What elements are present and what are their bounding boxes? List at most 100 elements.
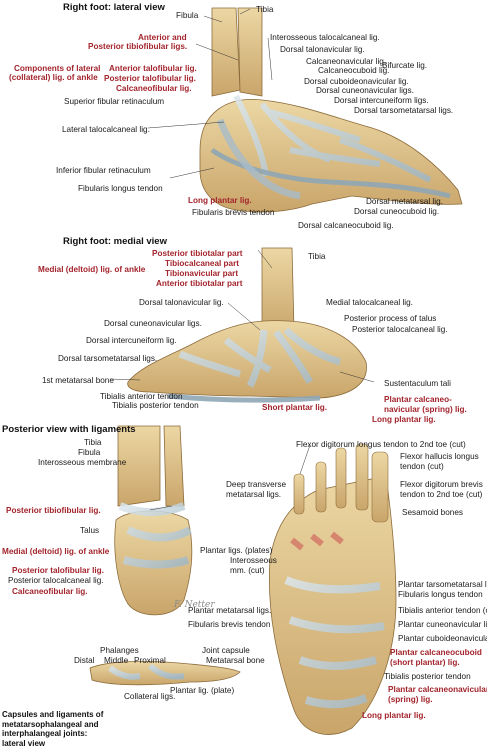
netter-signature: F. Netter [174, 600, 215, 610]
label-posterior-tibiofibular-ligs: Posterior tibiofibular ligs. [88, 42, 188, 51]
label-dorsal-intercuneiform: Dorsal intercuneiform ligs. [334, 96, 429, 105]
label-calcaneocuboid: Calcaneocuboid lig. [318, 66, 390, 75]
label-tibialis-posterior-plantar: Tibialis posterior tendon [384, 672, 471, 681]
label-sustentaculum-tali: Sustentaculum tali [384, 379, 451, 388]
label-short-plantar: Short plantar lig. [262, 403, 328, 412]
label-dorsal-cuneonavicular-medial: Dorsal cuneonavicular ligs. [104, 319, 202, 328]
label-plantar-calcaneonavicular: Plantar calcaneonavicular [388, 685, 487, 694]
label-lateral-talocalcaneal: Lateral talocalcaneal lig. [62, 125, 150, 134]
plantar-view-illustration [269, 443, 397, 735]
label-posterior-talofibular-posterior: Posterior talofibular lig. [12, 566, 104, 575]
label-plantar-metatarsal: Plantar metatarsal ligs. [188, 606, 272, 615]
label-distal: Distal [74, 656, 95, 665]
leader-lines [109, 8, 375, 511]
label-sesamoid-bones: Sesamoid bones [402, 508, 463, 517]
label-dorsal-metatarsal: Dorsal metatarsal lig. [366, 197, 443, 206]
posterior-view-title: Posterior view with ligaments [2, 424, 136, 435]
label-calcaneofibular-posterior: Calcaneofibular lig. [12, 587, 88, 596]
label-tibialis-anterior-plantar: Tibialis anterior tendon (cut) [398, 606, 487, 615]
medial-view-title: Right foot: medial view [63, 236, 167, 247]
label-calcaneofibular: Calcaneofibular lig. [116, 84, 192, 93]
label-interosseous-talocalcaneal: Interosseous talocalcaneal lig. [270, 33, 380, 42]
label-fibularis-longus: Fibularis longus tendon [78, 184, 163, 193]
label-1st-metatarsal: 1st metatarsal bone [42, 376, 114, 385]
label-short-plantar-lig: (short plantar) lig. [390, 658, 460, 667]
label-plantar-calcaneocuboid: Plantar calcaneocuboid [390, 648, 482, 657]
label-superior-fibular-retinaculum: Superior fibular retinaculum [64, 97, 165, 106]
label-fibula: Fibula [176, 11, 199, 20]
label-fibularis-brevis-plantar: Fibularis brevis tendon [188, 620, 271, 629]
label-fdl-2nd-toe: Flexor digitorum longus tendon to 2nd to… [296, 440, 466, 449]
label-interosseous-mm: Interosseous [230, 556, 277, 565]
toe-capsule-illustration [89, 661, 241, 686]
label-tibia-posterior: Tibia [84, 438, 102, 447]
label-dorsal-calcaneocuboid: Dorsal calcaneocuboid lig. [298, 221, 394, 230]
label-talus: Talus [80, 526, 100, 535]
label-fibularis-brevis: Fibularis brevis tendon [192, 208, 275, 217]
label-spring-lig: (spring) lig. [388, 695, 433, 704]
label-medial-talocalcaneal: Medial talocalcaneal lig. [326, 298, 413, 307]
label-fdb-2nd-toe: tendon to 2nd toe (cut) [400, 490, 483, 499]
label-posterior-tibiofibular: Posterior tibiofibular lig. [6, 506, 101, 515]
label-fibula-posterior: Fibula [78, 448, 101, 457]
label-anterior-and: Anterior and [138, 33, 187, 42]
label-posterior-tibiotalar: Posterior tibiotalar part [152, 249, 243, 258]
label-tibiocalcaneal: Tibiocalcaneal part [165, 259, 240, 268]
label-proximal: Proximal [134, 656, 166, 665]
label-metatarsal-bone: Metatarsal bone [206, 656, 265, 665]
label-tibialis-posterior-medial: Tibialis posterior tendon [112, 401, 199, 410]
label-tibia-medial: Tibia [308, 252, 326, 261]
label-interosseous-membrane: Interosseous membrane [38, 458, 127, 467]
label-deep-transverse-metatarsal: metatarsal ligs. [226, 490, 282, 499]
label-tibialis-anterior-medial: Tibialis anterior tendon [100, 392, 183, 401]
label-dorsal-talonavicular: Dorsal talonavicular lig. [280, 45, 365, 54]
label-posterior-talocalcaneal-posterior: Posterior talocalcaneal lig. [8, 576, 104, 585]
label-phalanges: Phalanges [100, 646, 139, 655]
label-fhl-cut: tendon (cut) [400, 462, 444, 471]
label-plantar-cuneonavicular: Plantar cuneonavicular lig. [398, 620, 487, 629]
lateral-foot-illustration [199, 7, 463, 213]
label-dorsal-tarsometatarsal-medial: Dorsal tarsometatarsal ligs. [58, 354, 158, 363]
label-plantar-tarsometatarsal: Plantar tarsometatarsal ligs. [398, 580, 487, 589]
label-posterior-talocalcaneal-medial: Posterior talocalcaneal lig. [352, 325, 448, 334]
label-anterior-tibiotalar: Anterior tibiotalar part [156, 279, 243, 288]
label-interosseous-cut: mm. (cut) [230, 566, 265, 575]
label-middle: Middle [104, 656, 129, 665]
label-long-plantar-plantar: Long plantar lig. [362, 711, 426, 720]
label-collateral-lig-ankle: (collateral) lig. of ankle [9, 73, 98, 82]
label-dorsal-talonavicular-medial: Dorsal talonavicular lig. [139, 298, 224, 307]
posterior-view-illustration [114, 425, 193, 616]
label-posterior-process-talus: Posterior process of talus [344, 314, 437, 323]
label-dorsal-tarsometatarsal: Dorsal tarsometatarsal ligs. [354, 106, 454, 115]
label-fdb: Flexor digitorum brevis [400, 480, 483, 489]
label-joint-capsule: Joint capsule [202, 646, 250, 655]
label-medial-deltoid-posterior: Medial (deltoid) lig. of ankle [2, 547, 110, 556]
label-calcaneonavicular: Calcaneonavicular lig. [306, 57, 387, 66]
label-plantar-calcaneo: Plantar calcaneo- [384, 395, 452, 404]
label-components-lateral: Components of lateral [14, 64, 101, 73]
medial-foot-illustration [127, 247, 367, 403]
label-fhl: Flexor hallucis longus [400, 452, 479, 461]
lateral-view-title: Right foot: lateral view [63, 2, 165, 13]
label-collateral-ligs: Collateral ligs. [124, 692, 176, 701]
label-dorsal-cuneonavicular: Dorsal cuneonavicular ligs. [316, 86, 414, 95]
label-medial-deltoid-lig: Medial (deltoid) lig. of ankle [38, 265, 146, 274]
label-dorsal-cuboideonavicular: Dorsal cuboideonavicular lig. [304, 77, 409, 86]
label-navicular-spring: navicular (spring) lig. [384, 405, 467, 414]
label-tibionavicular: Tibionavicular part [165, 269, 239, 278]
label-dorsal-intercuneiform-medial: Dorsal intercuneiform lig. [86, 336, 177, 345]
label-anterior-talofibular: Anterior talofibular lig. [109, 64, 197, 73]
label-plantar-plate: Plantar lig. (plate) [170, 686, 235, 695]
label-posterior-talofibular: Posterior talofibular lig. [104, 74, 196, 83]
label-long-plantar-medial: Long plantar lig. [372, 415, 436, 424]
capsules-caption: Capsules and ligaments of metatarsophala… [2, 710, 104, 748]
label-bifurcate: Bifurcate lig. [382, 61, 428, 70]
label-dorsal-cuneocuboid: Dorsal cuneocuboid lig. [354, 207, 440, 216]
label-tibia: Tibia [256, 5, 274, 14]
label-inferior-fibular-retinaculum: Inferior fibular retinaculum [56, 166, 151, 175]
label-plantar-plates: Plantar ligs. (plates) [200, 546, 273, 555]
label-long-plantar-lateral: Long plantar lig. [188, 196, 252, 205]
label-plantar-cuboideonavicular: Plantar cuboideonavicular lig. [398, 634, 487, 643]
label-fibularis-longus-plantar: Fibularis longus tendon [398, 590, 483, 599]
